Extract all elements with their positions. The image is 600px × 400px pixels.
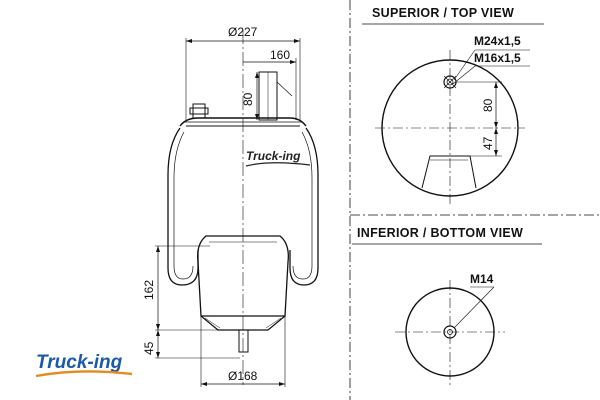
brand-logo: Truck-ing bbox=[35, 352, 133, 378]
bottom-view bbox=[395, 280, 505, 385]
side-view bbox=[155, 30, 319, 387]
offset-80-label: 80 bbox=[481, 98, 495, 112]
bellow-logo: Truck-ing bbox=[245, 149, 311, 167]
offset-label: 160 bbox=[270, 48, 290, 62]
piston-height-label: 45 bbox=[142, 341, 156, 355]
thread-large-label: M24x1,5 bbox=[474, 34, 521, 48]
bellow-logo-text: Truck-ing bbox=[246, 149, 301, 163]
brand-logo-swoosh bbox=[35, 370, 133, 378]
top-view-heading: SUPERIOR / TOP VIEW bbox=[372, 6, 514, 20]
height-label: 162 bbox=[142, 280, 156, 300]
top-diameter-label: Ø227 bbox=[228, 25, 258, 39]
brand-logo-text: Truck-ing bbox=[36, 352, 123, 373]
bottom-thread-label: M14 bbox=[470, 272, 494, 286]
bottom-diameter-label: Ø168 bbox=[228, 369, 258, 383]
top-view bbox=[375, 49, 530, 205]
stud-height-label: 80 bbox=[241, 92, 255, 106]
bottom-view-heading: INFERIOR / BOTTOM VIEW bbox=[357, 226, 523, 240]
offset-47-label: 47 bbox=[481, 136, 495, 150]
thread-small-label: M16x1,5 bbox=[474, 51, 521, 65]
